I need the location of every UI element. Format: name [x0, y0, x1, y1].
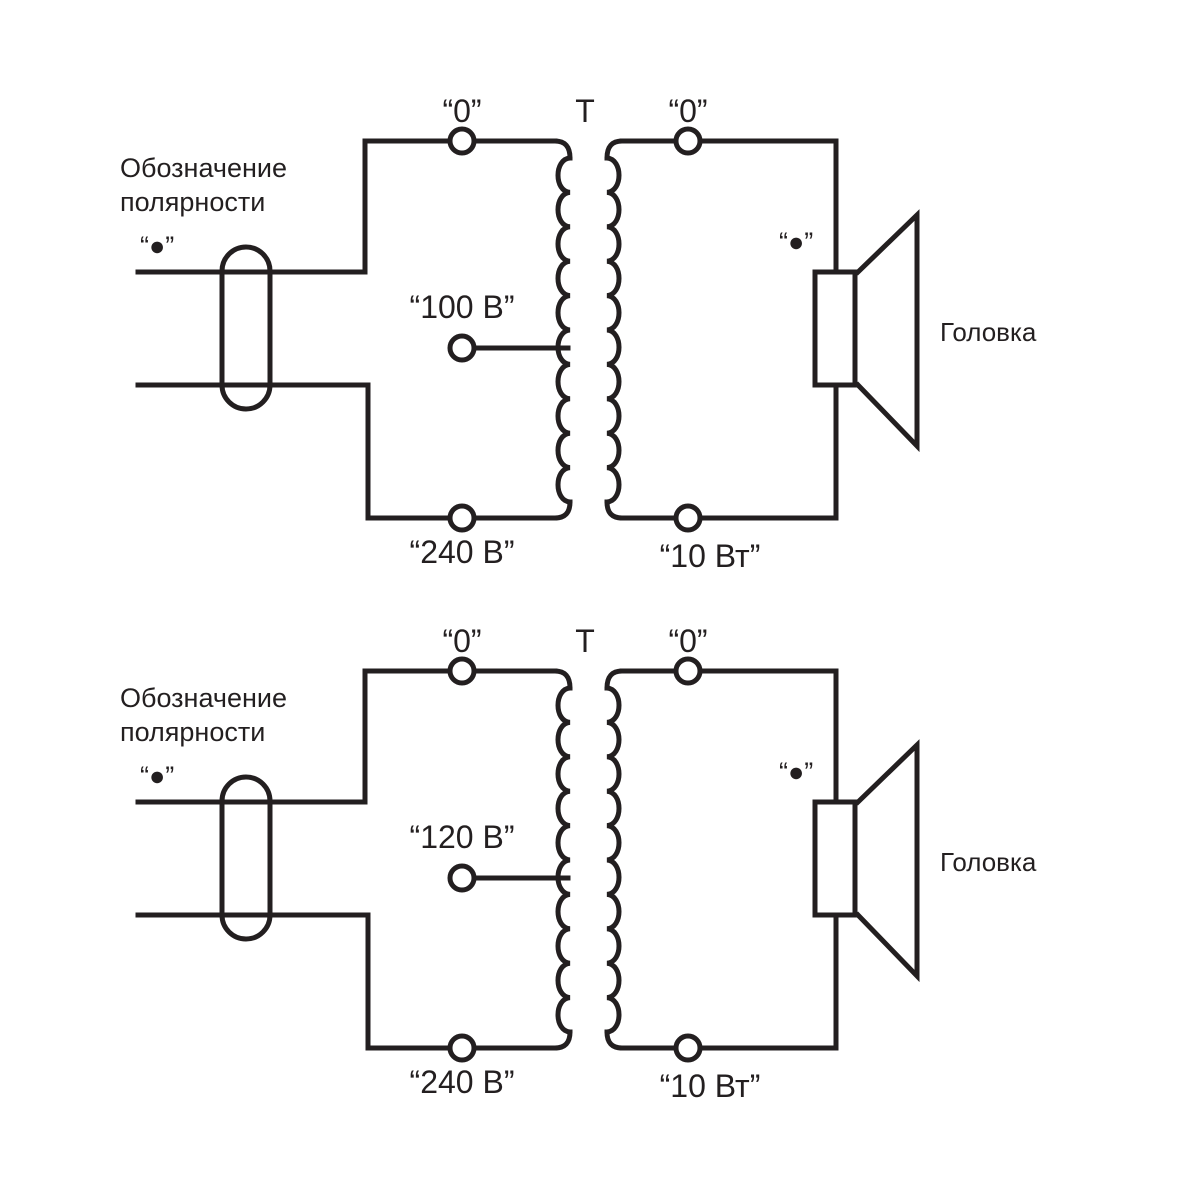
secondary-coil: [604, 685, 622, 1035]
secondary-bottom-label: “10 Вт”: [660, 538, 761, 574]
secondary-terminal-zero: [673, 656, 703, 686]
secondary-top-label: “0”: [668, 623, 707, 659]
primary-tap-label: “100 В”: [410, 289, 515, 325]
primary-bottom-label: “240 В”: [410, 534, 515, 570]
speaker-label: Головка: [940, 317, 1037, 347]
primary-top-label: “0”: [442, 623, 481, 659]
primary-terminal-tap: [447, 863, 477, 893]
polarity-label-line1: Обозначение: [120, 153, 287, 183]
polarity-label-line1: Обозначение: [120, 683, 287, 713]
primary-bottom-label: “240 В”: [410, 1064, 515, 1100]
primary-lead-bottom: [552, 1029, 573, 1051]
primary-coil: [555, 155, 573, 505]
polarity-mark: “●”: [140, 761, 174, 791]
secondary-terminal-10w: [673, 503, 703, 533]
secondary-wire-bottom: [619, 912, 839, 1051]
primary-terminal-240v: [447, 503, 477, 533]
polarity-label-line2: полярности: [120, 187, 265, 217]
transformer-label: T: [575, 623, 595, 659]
input-wire-bottom: [135, 382, 558, 521]
secondary-lead-top: [604, 668, 625, 691]
speaker-cone: [854, 209, 920, 453]
speaker-polarity-mark: “●”: [779, 757, 813, 787]
secondary-bottom-label: “10 Вт”: [660, 1068, 761, 1104]
speaker-polarity-mark: “●”: [779, 227, 813, 257]
polarity-label-line2: полярности: [120, 717, 265, 747]
secondary-wire-bottom: [619, 382, 839, 521]
primary-coil: [555, 685, 573, 1035]
input-wire-bottom: [135, 912, 558, 1051]
speaker-magnet: [812, 799, 858, 918]
primary-lead-bottom: [552, 499, 573, 521]
secondary-top-label: “0”: [668, 93, 707, 129]
secondary-lead-top: [604, 138, 625, 161]
primary-lead-top: [552, 668, 573, 691]
primary-lead-top: [552, 138, 573, 161]
primary-terminal-tap: [447, 333, 477, 363]
primary-terminal-240v: [447, 1033, 477, 1063]
secondary-coil: [604, 155, 622, 505]
primary-top-label: “0”: [442, 93, 481, 129]
speaker-magnet: [812, 269, 858, 388]
cable-tie: [219, 774, 273, 942]
transformer-label: T: [575, 93, 595, 129]
circuit-120v: T Обозначение полярности “●” “0” “120 В” “240 …: [120, 623, 1037, 1104]
secondary-terminal-10w: [673, 1033, 703, 1063]
primary-tap-label: “120 В”: [410, 819, 515, 855]
secondary-terminal-zero: [673, 126, 703, 156]
polarity-mark: “●”: [140, 231, 174, 261]
cable-tie: [219, 244, 273, 412]
circuit-100v: T Обозначение полярности “●” “0” “100 В” “240 …: [120, 93, 1037, 574]
primary-terminal-zero: [447, 126, 477, 156]
primary-terminal-zero: [447, 656, 477, 686]
speaker-label: Головка: [940, 847, 1037, 877]
speaker-cone: [854, 739, 920, 983]
